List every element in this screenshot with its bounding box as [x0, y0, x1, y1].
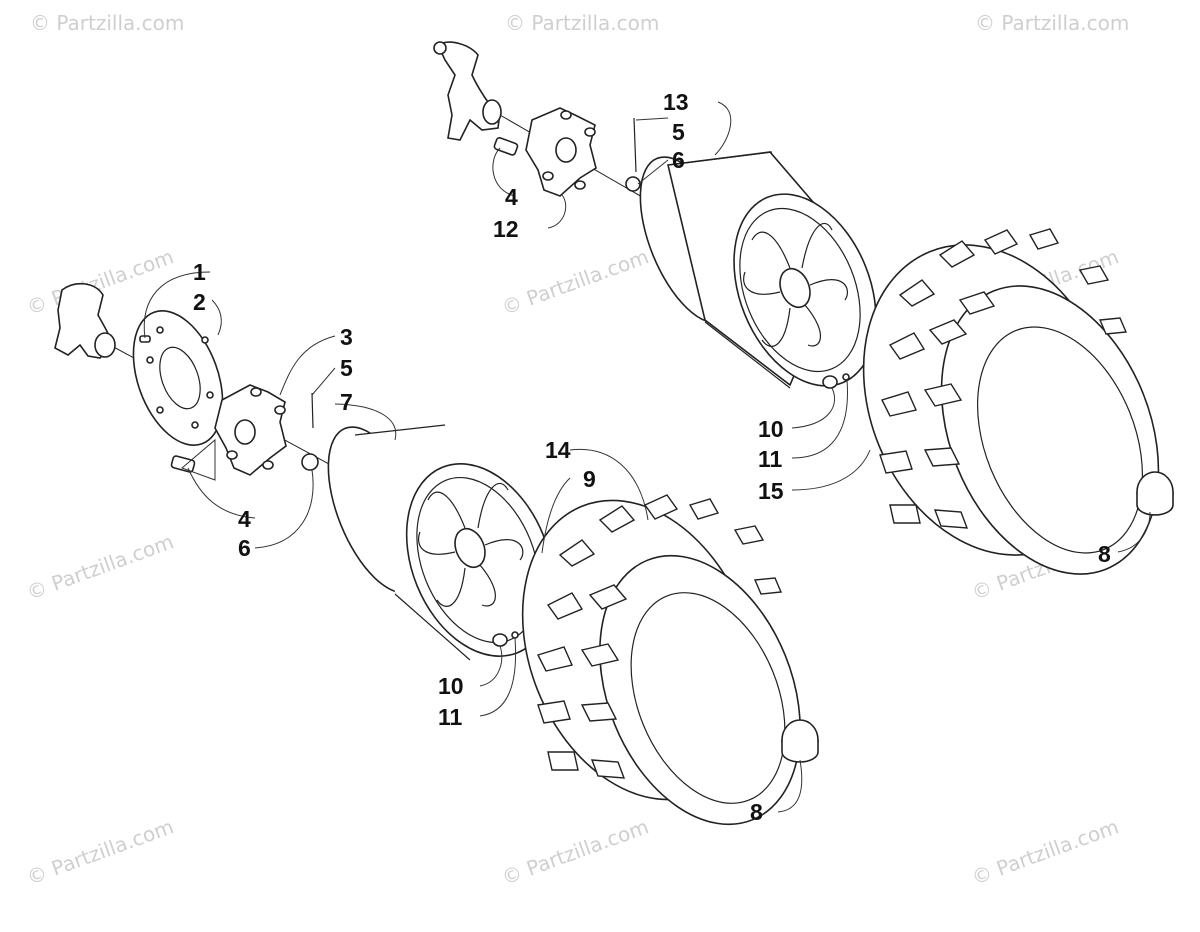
callout-14: 14 — [545, 437, 571, 463]
callout-1: 1 — [193, 259, 206, 285]
callout-11: 11 — [758, 446, 783, 472]
callout-11: 11 — [438, 704, 463, 730]
callout-2: 2 — [193, 289, 206, 315]
callout-7: 7 — [340, 389, 353, 415]
cap-right — [1136, 471, 1174, 516]
stud-left — [170, 455, 196, 473]
callout-9: 9 — [583, 466, 596, 492]
callout-15: 15 — [758, 478, 784, 504]
tire-tread-left — [537, 494, 783, 779]
callout-6: 6 — [238, 535, 251, 561]
watermark: © Partzilla.com — [499, 814, 652, 889]
knuckle-left — [54, 282, 116, 359]
watermark: © Partzilla.com — [24, 529, 177, 604]
valve-stem-right — [822, 373, 850, 389]
castle-nut-left — [301, 453, 319, 471]
watermark: © Partzilla.com — [30, 11, 184, 35]
callout-3: 3 — [340, 324, 353, 350]
cap-left — [781, 719, 819, 763]
watermark: © Partzilla.com — [505, 11, 659, 35]
watermark: © Partzilla.com — [24, 814, 177, 889]
callout-5: 5 — [672, 119, 685, 145]
tire-left — [521, 494, 801, 826]
rim-right — [639, 151, 877, 389]
callout-4: 4 — [238, 506, 251, 532]
watermark: © Partzilla.com — [499, 244, 652, 319]
callout-8: 8 — [750, 799, 763, 825]
castle-nut-right — [625, 176, 641, 192]
callout-6: 6 — [672, 147, 685, 173]
knuckle-right — [433, 41, 502, 141]
cotter-pin-left — [311, 392, 314, 429]
rim-spokes — [417, 483, 524, 607]
tire-tread-right — [879, 228, 1128, 529]
callout-10: 10 — [758, 416, 784, 442]
rim-spokes — [743, 223, 849, 347]
callout-8: 8 — [1098, 541, 1111, 567]
hub-left — [214, 384, 287, 476]
callout-4: 4 — [505, 184, 518, 210]
callout-13: 13 — [663, 89, 689, 115]
leader-lines — [143, 101, 1151, 813]
watermark: © Partzilla.com — [975, 11, 1129, 35]
callouts: 13 5 6 4 12 1 2 3 5 7 4 6 14 9 10 11 15 … — [193, 89, 1111, 825]
watermark: © Partzilla.com — [969, 814, 1122, 889]
hub-right — [525, 107, 597, 197]
rim-left — [327, 424, 555, 661]
brake-disc — [132, 310, 224, 446]
callout-10: 10 — [438, 673, 464, 699]
callout-5: 5 — [340, 355, 353, 381]
cotter-pin-right — [633, 117, 637, 173]
tire-right — [862, 228, 1160, 575]
stud-right — [493, 136, 519, 156]
callout-12: 12 — [493, 216, 519, 242]
valve-stem-left — [492, 631, 519, 647]
